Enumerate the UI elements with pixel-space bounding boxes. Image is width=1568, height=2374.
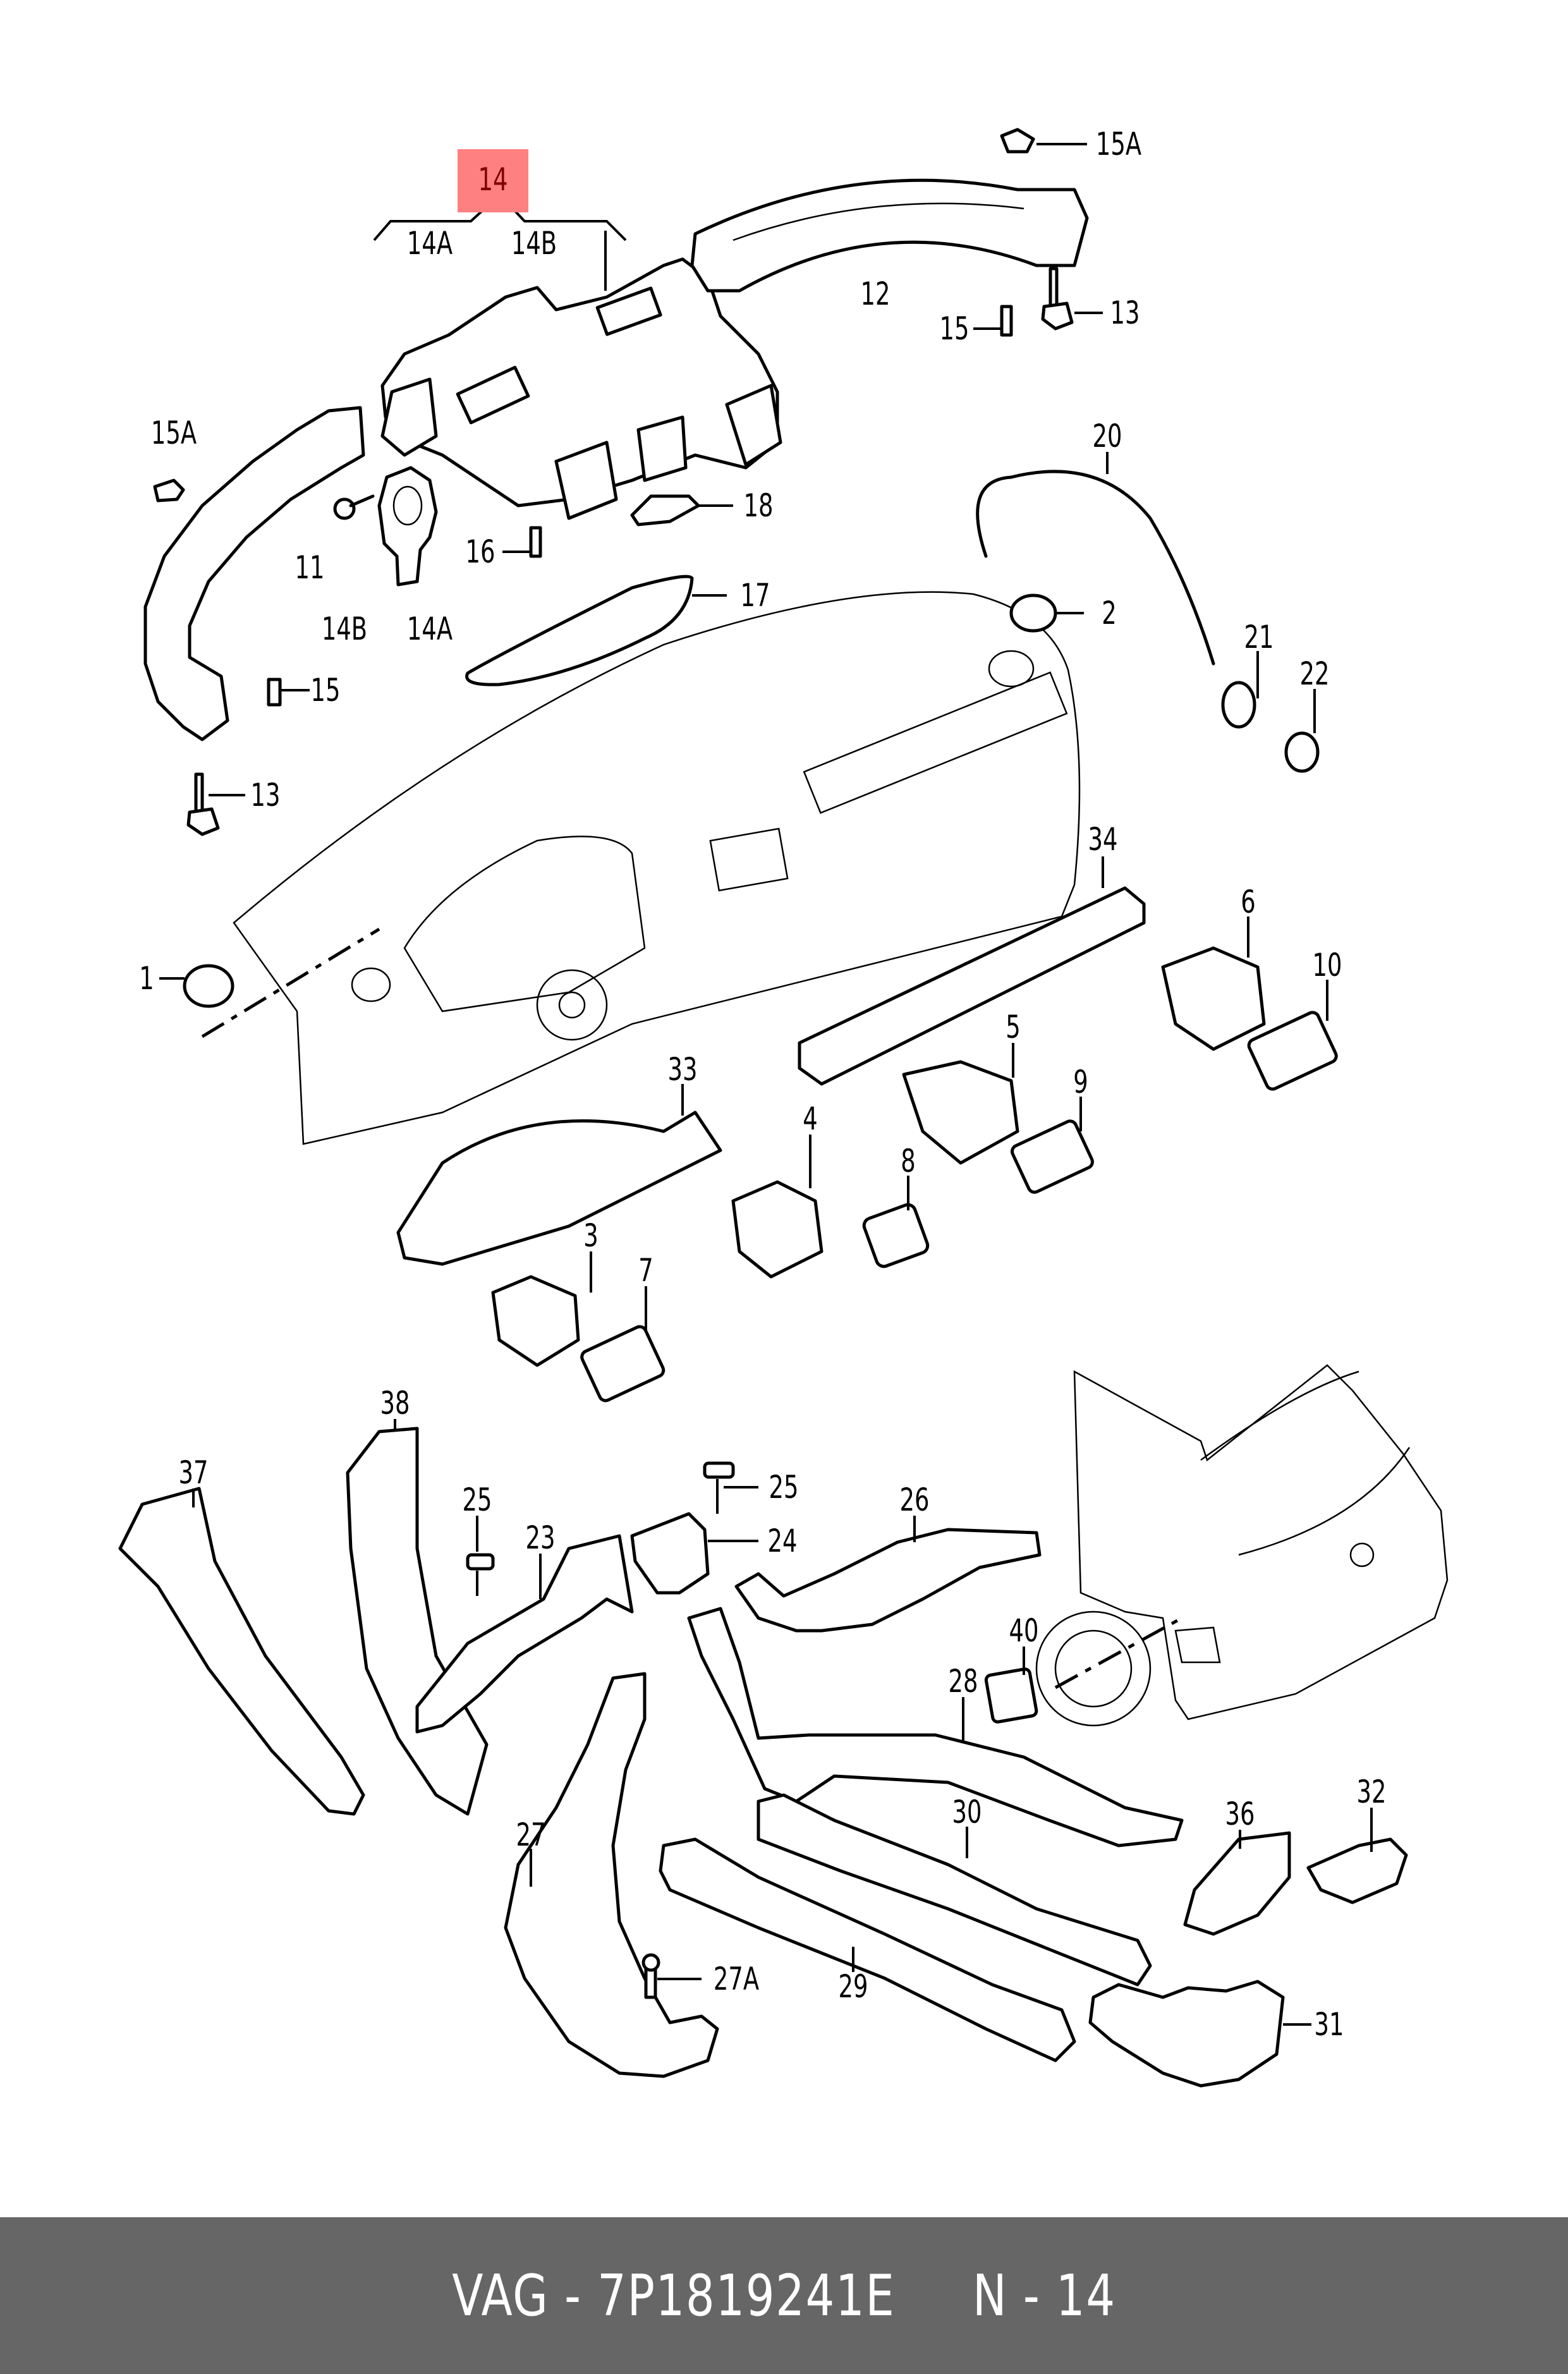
part-15A-clip-left[interactable] — [153, 478, 185, 502]
part-31-duct[interactable] — [1088, 1980, 1311, 2088]
part-8-seal[interactable] — [862, 1176, 930, 1269]
callout-14B-left[interactable]: 14B — [321, 611, 368, 647]
part-24-duct-piece[interactable] — [630, 1512, 758, 1595]
part-25-clip-left[interactable] — [466, 1516, 495, 1596]
callout-20[interactable]: 20 — [1092, 418, 1122, 454]
callout-28[interactable]: 28 — [948, 1663, 978, 1700]
part-26-duct[interactable] — [734, 1516, 1042, 1633]
part-38-duct[interactable] — [346, 1419, 489, 1816]
part-number-footer: VAG - 7P1819241E N - 14 — [0, 2217, 1568, 2374]
part-32-vent[interactable] — [1306, 1808, 1408, 1904]
callout-36[interactable]: 36 — [1225, 1796, 1255, 1832]
part-25-clip-right[interactable] — [703, 1461, 758, 1514]
callout-13-left[interactable]: 13 — [250, 777, 281, 813]
part-29-duct[interactable] — [659, 1837, 1076, 2062]
callout-13[interactable]: 13 — [1110, 295, 1140, 331]
callout-8[interactable]: 8 — [901, 1143, 916, 1179]
part-5-vent[interactable] — [902, 1043, 1019, 1165]
callout-3[interactable]: 3 — [583, 1217, 599, 1254]
callout-26[interactable]: 26 — [899, 1482, 930, 1518]
highlighted-part-callout[interactable]: 14 — [458, 149, 528, 212]
callout-16[interactable]: 16 — [465, 533, 495, 570]
part-14B-screw[interactable] — [333, 494, 375, 520]
callout-30[interactable]: 30 — [952, 1794, 982, 1830]
part-14A-actuator[interactable] — [377, 466, 438, 587]
part-14-distribution-housing[interactable] — [380, 257, 782, 520]
part-12-duct[interactable] — [690, 178, 1089, 293]
callout-14[interactable]: 14 — [478, 161, 508, 198]
callout-17[interactable]: 17 — [740, 577, 770, 614]
callout-6[interactable]: 6 — [1241, 884, 1256, 920]
vehicle-location-illustration — [1035, 1364, 1449, 1727]
callout-32[interactable]: 32 — [1356, 1774, 1387, 1810]
callout-1[interactable]: 1 — [139, 960, 154, 997]
part-3-vent[interactable] — [491, 1251, 592, 1367]
callout-40[interactable]: 40 — [1009, 1612, 1039, 1649]
callout-14B[interactable]: 14B — [511, 225, 557, 262]
callout-7[interactable]: 7 — [638, 1252, 653, 1289]
callout-5[interactable]: 5 — [1006, 1009, 1021, 1045]
part-22-cap[interactable] — [1284, 689, 1320, 773]
part-37-duct[interactable] — [118, 1487, 365, 1816]
callout-10[interactable]: 10 — [1312, 947, 1342, 983]
callout-21[interactable]: 21 — [1244, 619, 1274, 655]
part-21-grommet[interactable] — [1221, 651, 1259, 729]
part-15-screw-right[interactable] — [973, 305, 1013, 337]
callout-15-left[interactable]: 15 — [310, 672, 341, 709]
callout-14A-left[interactable]: 14A — [406, 611, 453, 647]
part-30-duct[interactable] — [757, 1793, 1152, 1987]
part-9-seal[interactable] — [1010, 1097, 1095, 1194]
part-23-duct[interactable] — [415, 1534, 634, 1734]
callout-9[interactable]: 9 — [1073, 1064, 1088, 1100]
part-17-trim-grille[interactable] — [465, 575, 727, 686]
callout-23[interactable]: 23 — [525, 1519, 556, 1556]
callout-34[interactable]: 34 — [1088, 821, 1118, 858]
part-1-round-vent[interactable] — [159, 927, 380, 1038]
part-13-sensor-right[interactable] — [1041, 267, 1103, 331]
part-27-duct[interactable] — [504, 1672, 719, 2078]
parts-drawing — [118, 128, 1449, 2088]
part-27A-screw[interactable] — [641, 1953, 702, 1999]
part-20-hose[interactable] — [976, 452, 1215, 666]
part-6-vent[interactable] — [1161, 916, 1266, 1051]
callout-38[interactable]: 38 — [380, 1385, 410, 1421]
part-2-round-vent[interactable] — [1009, 594, 1084, 633]
callout-27A[interactable]: 27A — [713, 1961, 760, 1997]
part-33-instrument-trim[interactable] — [396, 1084, 722, 1266]
part-7-seal[interactable] — [580, 1286, 665, 1403]
part-18-clip[interactable] — [630, 494, 733, 527]
callout-2[interactable]: 2 — [1102, 595, 1117, 631]
callout-22[interactable]: 22 — [1299, 655, 1330, 692]
part-28-duct[interactable] — [687, 1607, 1184, 1847]
part-15-screw-left[interactable] — [267, 678, 310, 707]
callout-25-right[interactable]: 25 — [769, 1469, 799, 1506]
callout-15A-left[interactable]: 15A — [150, 415, 197, 451]
callout-18[interactable]: 18 — [743, 487, 774, 524]
callout-14A[interactable]: 14A — [406, 225, 453, 262]
part-10-seal[interactable] — [1247, 980, 1339, 1091]
callout-4[interactable]: 4 — [803, 1100, 818, 1137]
callout-12[interactable]: 12 — [860, 276, 890, 312]
part-16-screw[interactable] — [502, 526, 542, 558]
callout-15A[interactable]: 15A — [1095, 126, 1142, 162]
part-15A-clip-top[interactable] — [1000, 128, 1087, 154]
dashboard-panel — [233, 591, 1081, 1145]
callout-29[interactable]: 29 — [838, 1968, 868, 2005]
callout-33[interactable]: 33 — [667, 1051, 698, 1088]
callout-24[interactable]: 24 — [767, 1523, 798, 1559]
callout-27[interactable]: 27 — [516, 1817, 546, 1853]
callout-31[interactable]: 31 — [1314, 2006, 1344, 2043]
part-36-vent[interactable] — [1183, 1830, 1291, 1936]
footer-part-number-text: VAG - 7P1819241E N - 14 — [452, 2262, 1116, 2329]
part-13-sensor-left[interactable] — [186, 772, 245, 836]
part-11-duct[interactable] — [143, 406, 365, 741]
callout-37[interactable]: 37 — [178, 1454, 209, 1491]
part-40-grille[interactable] — [984, 1616, 1183, 1724]
part-4-vent[interactable] — [731, 1135, 824, 1279]
part-34-trim-panel[interactable] — [798, 856, 1146, 1086]
callout-11[interactable]: 11 — [295, 549, 325, 586]
callout-25-left[interactable]: 25 — [462, 1482, 492, 1518]
callout-15[interactable]: 15 — [939, 310, 969, 347]
